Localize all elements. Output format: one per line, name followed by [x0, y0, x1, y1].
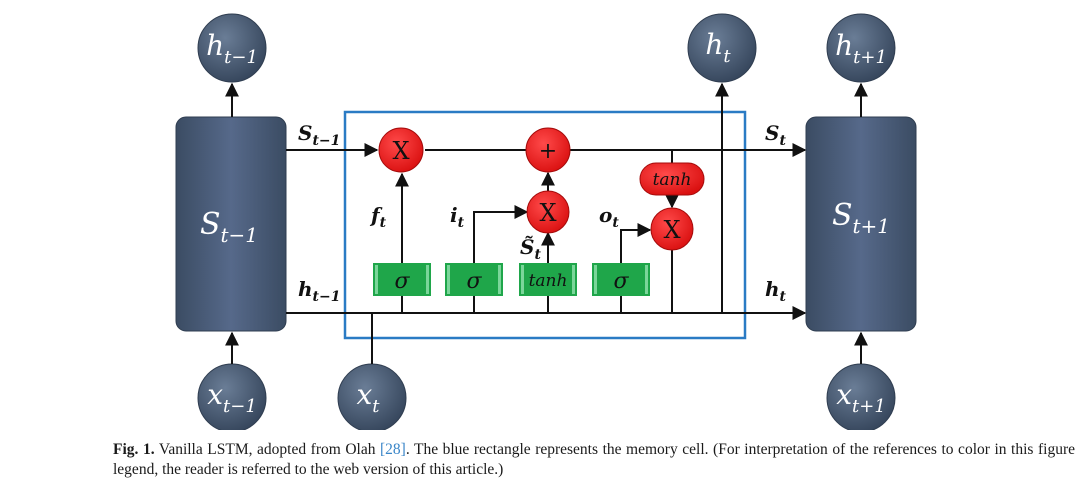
node-h-prev: ht−1: [197, 13, 267, 83]
lstm-diagram: St−1 St+1 ht−1 ht ht+1 xt−1 xt xt+1: [175, 13, 917, 430]
node-x-next-label: xt+1: [836, 378, 886, 417]
node-x-prev-label: xt−1: [207, 378, 257, 417]
gate-sigma-input: σ: [445, 263, 503, 296]
svg-text:σ: σ: [466, 269, 482, 294]
caption-reference-link[interactable]: [28]: [380, 441, 406, 458]
connectors: [225, 82, 868, 364]
svg-text:tanh: tanh: [653, 170, 692, 190]
caption-label: Fig. 1.: [113, 441, 155, 458]
figure-caption: Fig. 1. Vanilla LSTM, adopted from Olah …: [113, 440, 1075, 480]
label-i: it: [450, 203, 465, 231]
node-x-t-label: xt: [356, 378, 380, 417]
svg-text:X: X: [539, 199, 556, 227]
gate-tanh-candidate: tanh: [519, 263, 577, 296]
state-block-left-label: St−1: [200, 207, 258, 247]
svg-text:X: X: [663, 216, 680, 244]
op-tanh-output: tanh: [639, 162, 705, 196]
node-h-t-label: ht: [705, 28, 731, 67]
label-f: ft: [369, 203, 387, 231]
op-add: +: [525, 127, 571, 173]
svg-text:σ: σ: [394, 269, 410, 294]
label-h-out: ht: [765, 277, 787, 305]
node-h-prev-label: ht−1: [206, 29, 258, 68]
gate-sigma-output: σ: [592, 263, 650, 296]
gate-sigma-forget: σ: [373, 263, 431, 296]
svg-text:+: +: [539, 139, 557, 164]
svg-text:σ: σ: [613, 269, 629, 294]
svg-text:X: X: [392, 137, 409, 165]
svg-text:tanh: tanh: [529, 271, 568, 291]
node-x-prev: xt−1: [197, 363, 267, 430]
memory-cell-border: [343, 110, 747, 340]
node-h-t: ht: [687, 13, 757, 83]
state-block-right-label: St+1: [832, 198, 890, 238]
node-x-t: xt: [337, 363, 407, 430]
label-s-tilde: S̃t: [520, 235, 541, 263]
state-block-right: St+1: [805, 116, 917, 332]
label-s-in: St−1: [298, 121, 340, 149]
label-o: ot: [599, 203, 619, 231]
label-s-out: St: [765, 121, 786, 149]
node-h-next: ht+1: [826, 13, 896, 83]
caption-text-before: Vanilla LSTM, adopted from Olah: [154, 441, 381, 458]
state-block-left: St−1: [175, 116, 287, 332]
label-h-in: ht−1: [298, 277, 341, 305]
node-x-next: xt+1: [826, 363, 896, 430]
caption-text-after: . The blue rectangle represents the memo…: [113, 441, 1076, 478]
op-mult-output: X: [650, 207, 694, 251]
op-mult-forget: X: [378, 127, 424, 173]
node-h-next-label: ht+1: [835, 29, 887, 68]
op-mult-input: X: [526, 190, 570, 234]
